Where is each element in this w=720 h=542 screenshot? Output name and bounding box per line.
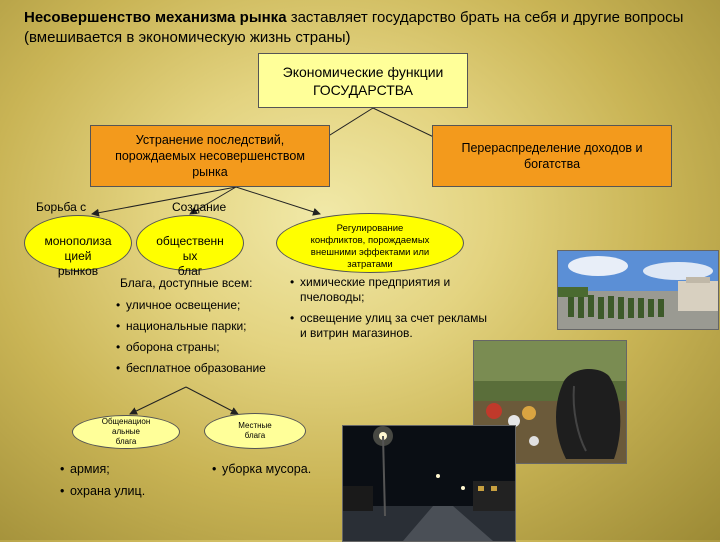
- list-item: освещение улиц за счет рекламы и витрин …: [290, 311, 490, 341]
- ellipse3-text: Регулирование конфликтов, порождаемых вн…: [310, 223, 430, 270]
- arrow-root-right: [372, 107, 441, 141]
- ellipse-local-goods: Местные блага: [204, 413, 306, 449]
- public-goods-heading: Блага, доступные всем:: [120, 276, 253, 290]
- branch-box-redistribution: Перераспределение доходов и богатства: [432, 125, 672, 187]
- branch-right-label: Перераспределение доходов и богатства: [461, 141, 643, 171]
- root-box-economic-functions: Экономические функции ГОСУДАРСТВА: [258, 53, 468, 108]
- list-item: национальные парки;: [116, 319, 306, 334]
- branch-box-market-failures: Устранение последствий, порождаемых несо…: [90, 125, 330, 187]
- ellipse-monopoly: монополиза цией рынков: [24, 215, 132, 278]
- ellipse-national-goods: Общенацион альные блага: [72, 415, 180, 449]
- local-goods-list: уборка мусора.: [212, 461, 352, 483]
- ellipse-externalities: Регулирование конфликтов, порождаемых вн…: [276, 213, 464, 273]
- national-goods-label: Общенацион альные блага: [101, 417, 151, 446]
- arrow-to-local: [185, 386, 239, 415]
- list-item: оборона страны;: [116, 340, 306, 355]
- public-goods-list: уличное освещение; национальные парки; о…: [116, 298, 306, 382]
- arrow-to-national: [129, 386, 187, 415]
- arrow-to-ellipse2: [189, 186, 237, 215]
- arrow-root-left: [321, 107, 374, 141]
- ellipse-public-goods: общественн ых благ: [136, 215, 244, 278]
- root-line2: ГОСУДАРСТВА: [312, 81, 413, 98]
- branch-left-label: Устранение последствий, порождаемых несо…: [115, 133, 305, 179]
- root-line1: Экономические функции: [282, 63, 444, 80]
- slide-title: Несовершенство механизма рынка заставляе…: [24, 8, 704, 48]
- title-rest: заставляет государство брать на себя и д…: [24, 9, 684, 46]
- arrow-to-ellipse1: [91, 186, 237, 217]
- externalities-list: химические предприятия и пчеловоды; осве…: [290, 275, 490, 347]
- local-goods-label: Местные блага: [238, 421, 272, 440]
- ellipse1-top-label: Борьба с: [36, 200, 87, 214]
- list-item: химические предприятия и пчеловоды;: [290, 275, 490, 305]
- ellipse2-top-label: Создание: [172, 200, 227, 214]
- arrow-to-ellipse3: [235, 186, 321, 216]
- national-goods-list: армия; охрана улиц.: [60, 461, 200, 505]
- list-item: охрана улиц.: [60, 483, 200, 499]
- list-item: армия;: [60, 461, 200, 477]
- title-bold: Несовершенство механизма рынка: [24, 9, 287, 26]
- military-parade-photo: [557, 250, 719, 330]
- list-item: бесплатное образование: [116, 361, 306, 376]
- list-item: уборка мусора.: [212, 461, 352, 477]
- list-item: уличное освещение;: [116, 298, 306, 313]
- ellipse1-text: монополиза цией рынков: [44, 233, 112, 278]
- night-street-lighting-photo: [342, 425, 516, 542]
- ellipse2-text: общественн ых благ: [156, 233, 224, 278]
